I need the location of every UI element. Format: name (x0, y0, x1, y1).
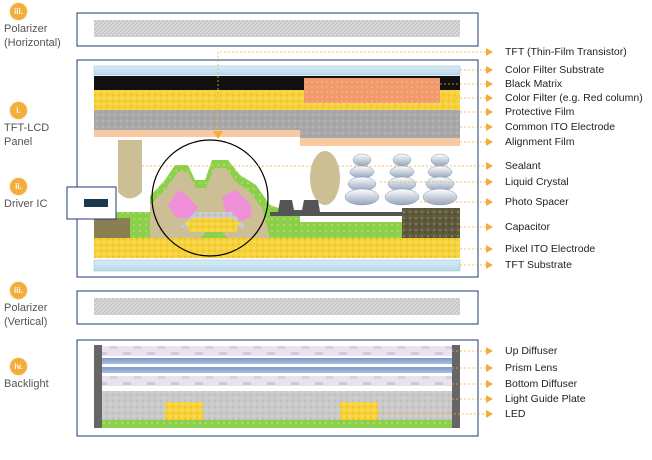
section-label: Polarizer (Vertical) (4, 302, 48, 328)
up-diffuser (102, 346, 452, 356)
color-filter-red-column (304, 78, 440, 103)
callout-arrowheads (486, 48, 493, 418)
prism-lens-1 (102, 358, 452, 364)
bottom-diffuser (102, 376, 452, 386)
section-badge: ii. (10, 178, 27, 195)
callout-sealant: Sealant (505, 160, 541, 172)
section-label: Backlight (4, 378, 49, 390)
common-ito-electrode (300, 120, 460, 138)
prism-lens-2 (102, 367, 452, 373)
backlight-base (102, 420, 452, 428)
callout-black-matrix: Black Matrix (505, 78, 563, 90)
section-badge: iii. (10, 282, 27, 299)
led-2 (340, 402, 378, 420)
driver-ic (66, 186, 117, 220)
callout-up-diffuser: Up Diffuser (505, 345, 558, 357)
callout-prism-lens: Prism Lens (505, 362, 558, 374)
tft-leader (217, 51, 486, 133)
callout-light-guide-plate: Light Guide Plate (505, 393, 586, 405)
polarizer-vertical (76, 290, 479, 325)
callout-capacitor: Capacitor (505, 221, 550, 233)
tft-lcd-panel-label: i. TFT-LCD Panel (4, 102, 49, 149)
callout-common-ito: Common ITO Electrode (505, 121, 616, 133)
color-filter-substrate (93, 65, 461, 76)
polarizer-vertical-label: iii. Polarizer (Vertical) (4, 282, 47, 329)
polarizer-horizontal (76, 12, 479, 47)
light-guide-plate (102, 391, 452, 420)
tft-substrate (93, 259, 461, 272)
callout-alignment-film: Alignment Film (505, 136, 575, 148)
backlight-label: iv. Backlight (4, 358, 49, 391)
pixel-ito-electrode (94, 238, 460, 258)
callout-color-filter: Color Filter (e.g. Red column) (505, 92, 643, 104)
alignment-film-left (94, 130, 300, 137)
callout-bottom-diffuser: Bottom Diffuser (505, 378, 578, 390)
callout-pixel-ito: Pixel ITO Electrode (505, 243, 596, 255)
callout-color-filter-substrate: Color Filter Substrate (505, 64, 605, 76)
section-label: Driver IC (4, 198, 48, 210)
photo-spacers (344, 153, 458, 206)
sealant (310, 151, 340, 205)
led-1 (165, 402, 203, 420)
backlight-unit (76, 339, 479, 437)
section-badge: iii. (10, 3, 27, 20)
callout-leaders (142, 69, 488, 415)
callout-photo-spacer: Photo Spacer (505, 196, 569, 208)
callout-tft-substrate: TFT Substrate (505, 259, 572, 271)
polarizer-horizontal-label: iii. Polarizer (Horizontal) (4, 3, 61, 50)
section-label: TFT-LCD Panel (4, 122, 50, 148)
section-label: Polarizer (Horizontal) (4, 23, 61, 49)
tft-magnifier-circle (151, 139, 269, 257)
alignment-film-right (300, 138, 460, 146)
sealant-left (118, 140, 142, 199)
section-badge: i. (10, 102, 27, 119)
callout-led: LED (505, 408, 526, 420)
callout-liquid-crystal: Liquid Crystal (505, 176, 569, 188)
section-badge: iv. (10, 358, 27, 375)
driver-ic-label: ii. Driver IC (4, 178, 47, 211)
tft-leader-arrow (213, 131, 223, 139)
callout-tft: TFT (Thin-Film Transistor) (505, 46, 627, 58)
callout-protective-film: Protective Film (505, 106, 575, 118)
